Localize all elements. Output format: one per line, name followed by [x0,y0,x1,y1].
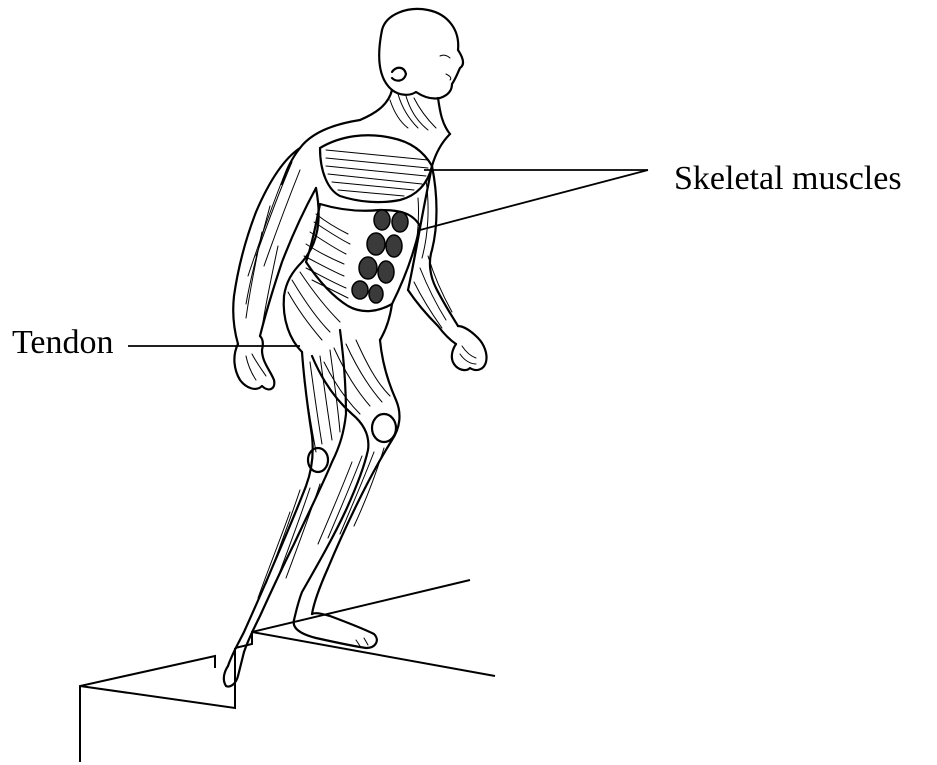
staircase [80,580,495,762]
neck [360,90,450,134]
tendon-label: Tendon [12,326,114,360]
left-arm [233,148,316,389]
skeletal-muscles-label: Skeletal muscles [674,162,902,196]
skeletal-muscles-leader-lines [420,170,648,230]
front-leg [294,340,400,648]
head [379,9,463,99]
right-arm [408,166,487,370]
